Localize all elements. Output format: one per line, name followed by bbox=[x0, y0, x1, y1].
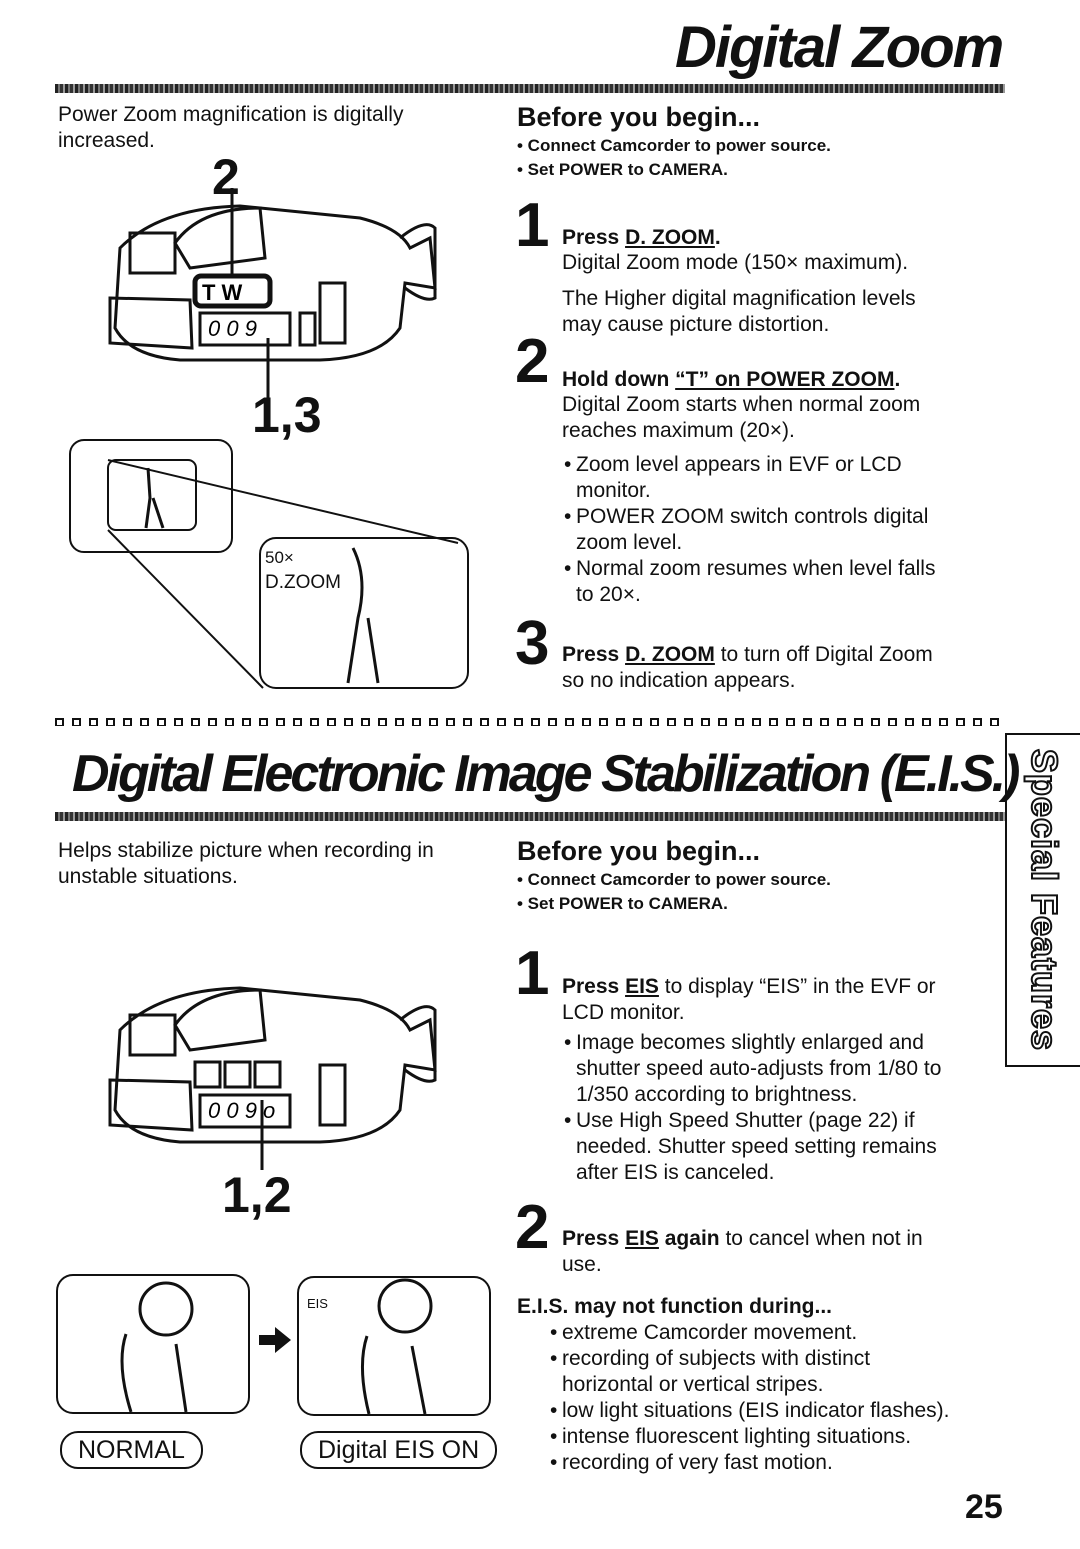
list-item: Use High Speed Shutter (page 22) ifneede… bbox=[564, 1108, 1002, 1186]
zoom-before-list: • Connect Camcorder to power source. • S… bbox=[517, 136, 831, 179]
normal-label: NORMAL bbox=[60, 1431, 203, 1469]
eis-before-heading: Before you begin... bbox=[517, 836, 761, 866]
zoom-step-3: Press D. ZOOM to turn off Digital Zoom s… bbox=[562, 643, 933, 692]
list-item: extreme Camcorder movement. bbox=[550, 1320, 1002, 1346]
list-item: Image becomes slightly enlarged andshutt… bbox=[564, 1030, 1002, 1108]
title-rule bbox=[55, 84, 1005, 93]
list-item: recording of subjects with distincthoriz… bbox=[550, 1346, 1002, 1398]
normal-panel-illustration bbox=[56, 1274, 250, 1414]
eis-panel-label: EIS bbox=[307, 1296, 328, 1311]
eis-before-list: • Connect Camcorder to power source. • S… bbox=[517, 870, 831, 913]
callout-1-2: 1,2 bbox=[222, 1167, 292, 1223]
section-title-digital-zoom: Digital Zoom bbox=[675, 15, 1004, 80]
eis-intro: Helps stabilize picture when recording i… bbox=[58, 839, 434, 888]
svg-text:0 0 9: 0 0 9 bbox=[208, 316, 257, 341]
title-rule bbox=[55, 812, 1005, 821]
eis-step-2: Press EIS again to cancel when not in us… bbox=[562, 1227, 923, 1276]
zoom-step-2-number: 2 bbox=[515, 327, 550, 396]
eis-may-not-list: extreme Camcorder movement. recording of… bbox=[550, 1320, 1002, 1476]
list-item: recording of very fast motion. bbox=[550, 1450, 1002, 1476]
eis-step-1: Press EIS to display “EIS” in the EVF or… bbox=[562, 974, 1002, 1186]
eis-step-1-number: 1 bbox=[515, 939, 550, 1008]
zoom-intro: Power Zoom magnification is digitally in… bbox=[58, 103, 404, 152]
list-item: intense fluorescent lighting situations. bbox=[550, 1424, 1002, 1450]
panel-label-50x: 50× bbox=[265, 548, 294, 567]
callout-2: 2 bbox=[212, 149, 240, 205]
callout-1-3: 1,3 bbox=[252, 387, 322, 443]
zoom-step-2: Hold down “T” on POWER ZOOM. Digital Zoo… bbox=[562, 368, 1002, 608]
zoom-step-1: Press D. ZOOM. Digital Zoom mode (150× m… bbox=[562, 226, 916, 336]
zoom-before-heading: Before you begin... bbox=[517, 102, 761, 132]
eis-may-not-heading: E.I.S. may not function during... bbox=[517, 1295, 832, 1318]
section-divider bbox=[55, 714, 1010, 726]
section-title-eis: Digital Electronic Image Stabilization (… bbox=[72, 745, 1020, 803]
zoom-step-3-number: 3 bbox=[515, 609, 550, 678]
camcorder-illustration: T W 0 0 9 bbox=[108, 188, 437, 398]
panel-label-dzoom: D.ZOOM bbox=[265, 572, 341, 593]
side-tab-label: Special Features bbox=[1024, 748, 1067, 1052]
list-item: low light situations (EIS indicator flas… bbox=[550, 1398, 1002, 1424]
eis-panel-illustration bbox=[297, 1276, 491, 1416]
zoom-step-1-number: 1 bbox=[515, 191, 550, 260]
camcorder-illustration: 0 0 9 o bbox=[108, 986, 437, 1170]
svg-text:T W: T W bbox=[202, 280, 243, 305]
digital-eis-on-label: Digital EIS ON bbox=[300, 1431, 498, 1469]
side-tab: Special Features bbox=[1005, 733, 1080, 1067]
viewfinder-illustration bbox=[69, 439, 469, 689]
page-number: 25 bbox=[965, 1488, 1003, 1526]
arrow-right-icon bbox=[259, 1327, 291, 1353]
svg-text:0 0 9 o: 0 0 9 o bbox=[208, 1098, 275, 1123]
eis-step-2-number: 2 bbox=[515, 1193, 550, 1262]
